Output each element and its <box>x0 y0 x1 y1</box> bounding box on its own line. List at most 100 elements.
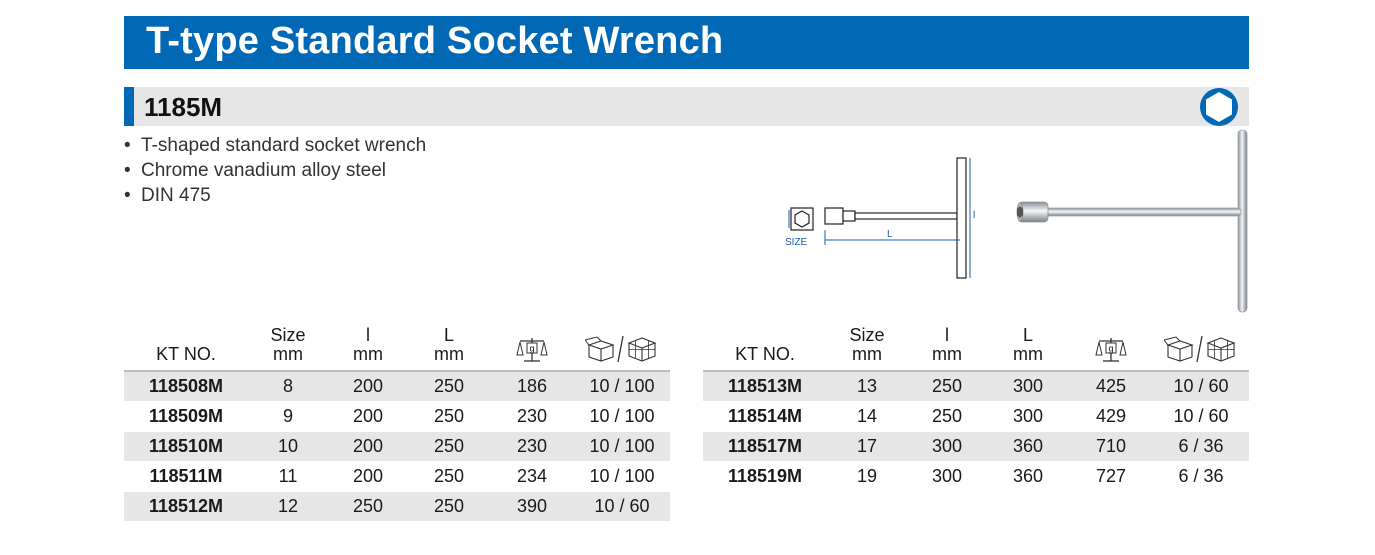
packing-cell: 10 / 100 <box>574 371 670 401</box>
table-row: 118512M 12 250 250 390 10 / 60 <box>124 491 670 521</box>
weight-cell: 710 <box>1069 431 1153 461</box>
col-header-weight: g <box>490 326 574 371</box>
kt-number: 118517M <box>703 431 827 461</box>
wrench-side-view <box>824 157 967 279</box>
technical-drawing: SIZE L l <box>785 157 975 279</box>
L-cell: 300 <box>987 371 1069 401</box>
size-cell: 10 <box>248 431 328 461</box>
weight-cell: 234 <box>516 465 548 486</box>
feature-item: •Chrome vanadium alloy steel <box>124 160 387 181</box>
L-dimension-label: L <box>887 229 893 240</box>
kt-number: 118508M <box>124 371 248 401</box>
table-row: 118514M 14 250 300 429 10 / 60 <box>703 401 1249 431</box>
weight-cell: 390 <box>490 491 574 521</box>
col-header-kt: KT NO. <box>735 344 795 364</box>
model-code: 1185M <box>144 92 223 122</box>
col-header-packing <box>574 326 670 371</box>
table-row: 118513M 13 250 300 425 10 / 60 <box>703 371 1249 401</box>
L-cell: 360 <box>987 431 1069 461</box>
size-cell: 8 <box>248 371 328 401</box>
packing-cell: 6 / 36 <box>1153 431 1249 461</box>
l-cell: 200 <box>352 465 384 486</box>
kt-number: 118519M <box>727 465 803 486</box>
product-photo <box>1016 129 1248 313</box>
L-cell: 250 <box>433 465 465 486</box>
box-packing-icon <box>585 335 657 363</box>
weight-cell: 429 <box>1095 405 1127 426</box>
feature-item: •DIN 475 <box>124 185 211 206</box>
table-row: 118508M 8 200 250 186 10 / 100 <box>124 371 670 401</box>
size-cell: 14 <box>856 405 878 426</box>
l-cell: 250 <box>931 405 963 426</box>
packing-cell: 10 / 100 <box>574 431 670 461</box>
kt-number: 118514M <box>727 405 803 426</box>
svg-text:g: g <box>1108 344 1113 354</box>
weight-cell: 425 <box>1069 371 1153 401</box>
kt-number: 118513M <box>703 371 827 401</box>
l-cell: 200 <box>328 371 408 401</box>
col-header-weight: g <box>1069 326 1153 371</box>
title-bar: T-type Standard Socket Wrench <box>124 16 1249 69</box>
L-cell: 250 <box>433 405 465 426</box>
scale-weight-icon: g <box>1095 338 1127 362</box>
col-header-packing <box>1153 326 1249 371</box>
table-row: 118511M 11 200 250 234 10 / 100 <box>124 461 670 491</box>
size-label: SIZE <box>785 237 808 248</box>
model-accent-bar <box>124 87 134 126</box>
size-cell: 19 <box>856 465 878 486</box>
L-cell: 250 <box>408 431 490 461</box>
size-cell: 17 <box>827 431 907 461</box>
l-cell: 200 <box>328 431 408 461</box>
l-cell: 250 <box>907 371 987 401</box>
size-cell: 12 <box>248 491 328 521</box>
packing-cell: 10 / 60 <box>1153 371 1249 401</box>
table-row: 118510M 10 200 250 230 10 / 100 <box>124 431 670 461</box>
svg-text:g: g <box>529 344 534 354</box>
hex-socket-icon <box>1200 88 1238 126</box>
feature-list: •T-shaped standard socket wrench •Chrome… <box>124 133 426 208</box>
packing-cell: 10 / 60 <box>574 491 670 521</box>
l-cell: 200 <box>352 405 384 426</box>
weight-cell: 230 <box>490 431 574 461</box>
kt-number: 118512M <box>124 491 248 521</box>
col-header-kt: KT NO. <box>156 344 216 364</box>
l-cell: 300 <box>907 431 987 461</box>
page-title: T-type Standard Socket Wrench <box>146 20 724 62</box>
L-cell: 250 <box>408 371 490 401</box>
box-packing-icon <box>1164 335 1236 363</box>
l-dimension-label: l <box>973 210 975 221</box>
packing-cell: 10 / 60 <box>1173 405 1229 426</box>
packing-cell: 6 / 36 <box>1178 465 1224 486</box>
l-cell: 300 <box>931 465 963 486</box>
L-cell: 300 <box>1012 405 1044 426</box>
size-cell: 11 <box>278 465 298 486</box>
scale-weight-icon: g <box>516 338 548 362</box>
size-cell: 13 <box>827 371 907 401</box>
kt-number: 118511M <box>149 465 223 486</box>
L-cell: 360 <box>1012 465 1044 486</box>
l-cell: 250 <box>328 491 408 521</box>
socket-end-view <box>788 207 814 231</box>
packing-cell: 10 / 100 <box>589 465 655 486</box>
L-cell: 250 <box>408 491 490 521</box>
table-row: 118519M 19 300 360 727 6 / 36 <box>703 461 1249 491</box>
kt-number: 118509M <box>148 405 224 426</box>
kt-number: 118510M <box>124 431 248 461</box>
feature-item: •T-shaped standard socket wrench <box>124 135 427 156</box>
weight-cell: 230 <box>516 405 548 426</box>
weight-cell: 186 <box>490 371 574 401</box>
weight-cell: 727 <box>1095 465 1127 486</box>
packing-cell: 10 / 100 <box>589 405 655 426</box>
table-row: 118509M 9 200 250 230 10 / 100 <box>124 401 670 431</box>
size-cell: 9 <box>282 405 293 426</box>
